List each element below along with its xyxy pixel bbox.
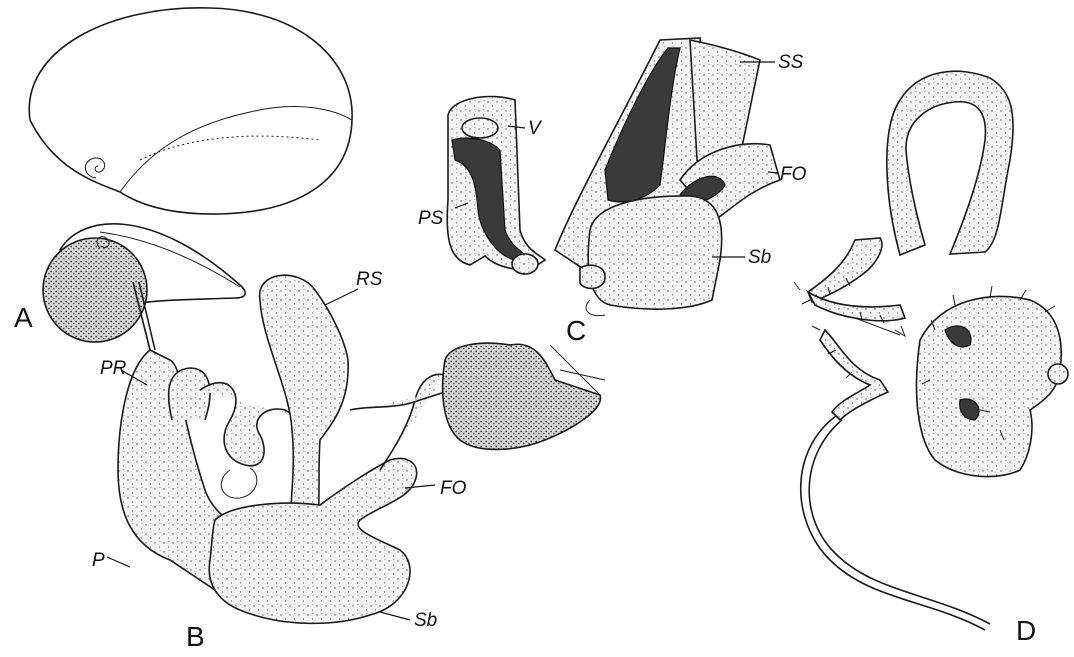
label-ss: SS — [778, 52, 804, 73]
panel-label-d: D — [1016, 615, 1036, 646]
label-pr: PR — [100, 358, 127, 379]
label-rs: RS — [356, 269, 383, 290]
albumen-gland — [443, 343, 601, 449]
label-sb-c: Sb — [748, 247, 771, 268]
panel-b-organs — [118, 275, 605, 623]
panel-label-c: C — [566, 315, 586, 346]
panel-c-section — [447, 38, 780, 316]
label-p: P — [92, 550, 105, 571]
label-sb-b: Sb — [414, 610, 437, 631]
body-whorl-mass — [43, 238, 147, 342]
panel-label-b: B — [186, 621, 205, 652]
label-v: V — [528, 118, 543, 139]
panel-label-a: A — [14, 302, 33, 333]
verge — [462, 118, 498, 138]
spiny-sac — [916, 296, 1061, 476]
label-fo-c: FO — [780, 164, 807, 185]
shell-top-view — [29, 8, 352, 214]
label-fo-b: FO — [440, 478, 467, 499]
label-ps: PS — [418, 208, 444, 229]
panel-d-organs — [794, 71, 1068, 630]
